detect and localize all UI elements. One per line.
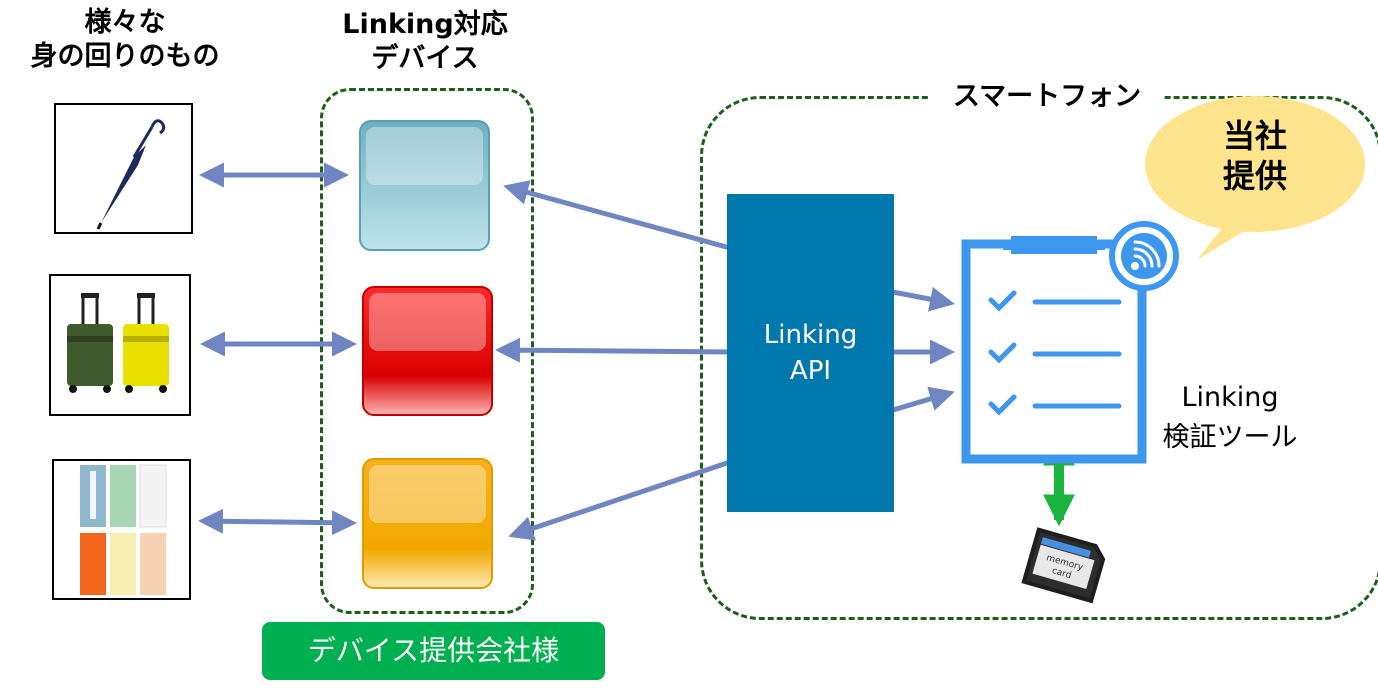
provider-speech-bubble [1145,96,1365,260]
suitcase-icon [51,276,189,414]
smartphone-label: スマートフォン [930,77,1164,117]
things-header-line2: 身の回りのもの [30,41,220,72]
devices-header-line2: デバイス [371,43,479,74]
api-label-line1: Linking [763,320,858,350]
doors-icon [80,464,167,595]
tool-label-line2: 検証ツール [1162,422,1298,453]
arrow-api-tool-1 [892,286,955,312]
arrow-api-red [495,337,731,363]
arrow-api-blue [503,180,731,251]
bubble-text-line2: 提供 [1222,157,1287,195]
tool-label-line1: Linking [1181,382,1279,413]
api-label-line2: API [789,356,832,386]
tool-label: Linking 検証ツール [1150,378,1310,458]
memory-card-icon: memory card [1021,527,1106,604]
things-header-line1: 様々な [84,7,166,38]
clipboard-checklist-icon [961,236,1147,464]
doors-thumbnail [52,459,191,600]
things-header: 様々な 身の回りのもの [10,6,240,74]
linking-device-red [362,286,493,416]
wifi-icon [1109,221,1179,291]
device-provider-badge: デバイス提供会社様 [262,622,605,680]
bubble-text-line1: 当社 [1222,117,1287,155]
bubble-text: 当社 提供 [1185,116,1325,196]
device-provider-badge-label: デバイス提供会社様 [307,634,560,667]
suitcase-thumbnail [49,274,191,416]
umbrella-icon [96,119,166,230]
devices-header-line1: Linking対応 [342,9,508,40]
arrow-doors-device [198,508,357,536]
linking-device-blue [359,120,490,251]
devices-header: Linking対応 デバイス [305,8,545,76]
arrow-api-tool-3 [892,386,955,413]
umbrella-thumbnail [54,103,193,234]
arrow-api-orange [508,459,731,541]
linking-device-orange [362,458,493,589]
linking-api-box: Linking API [727,194,894,512]
